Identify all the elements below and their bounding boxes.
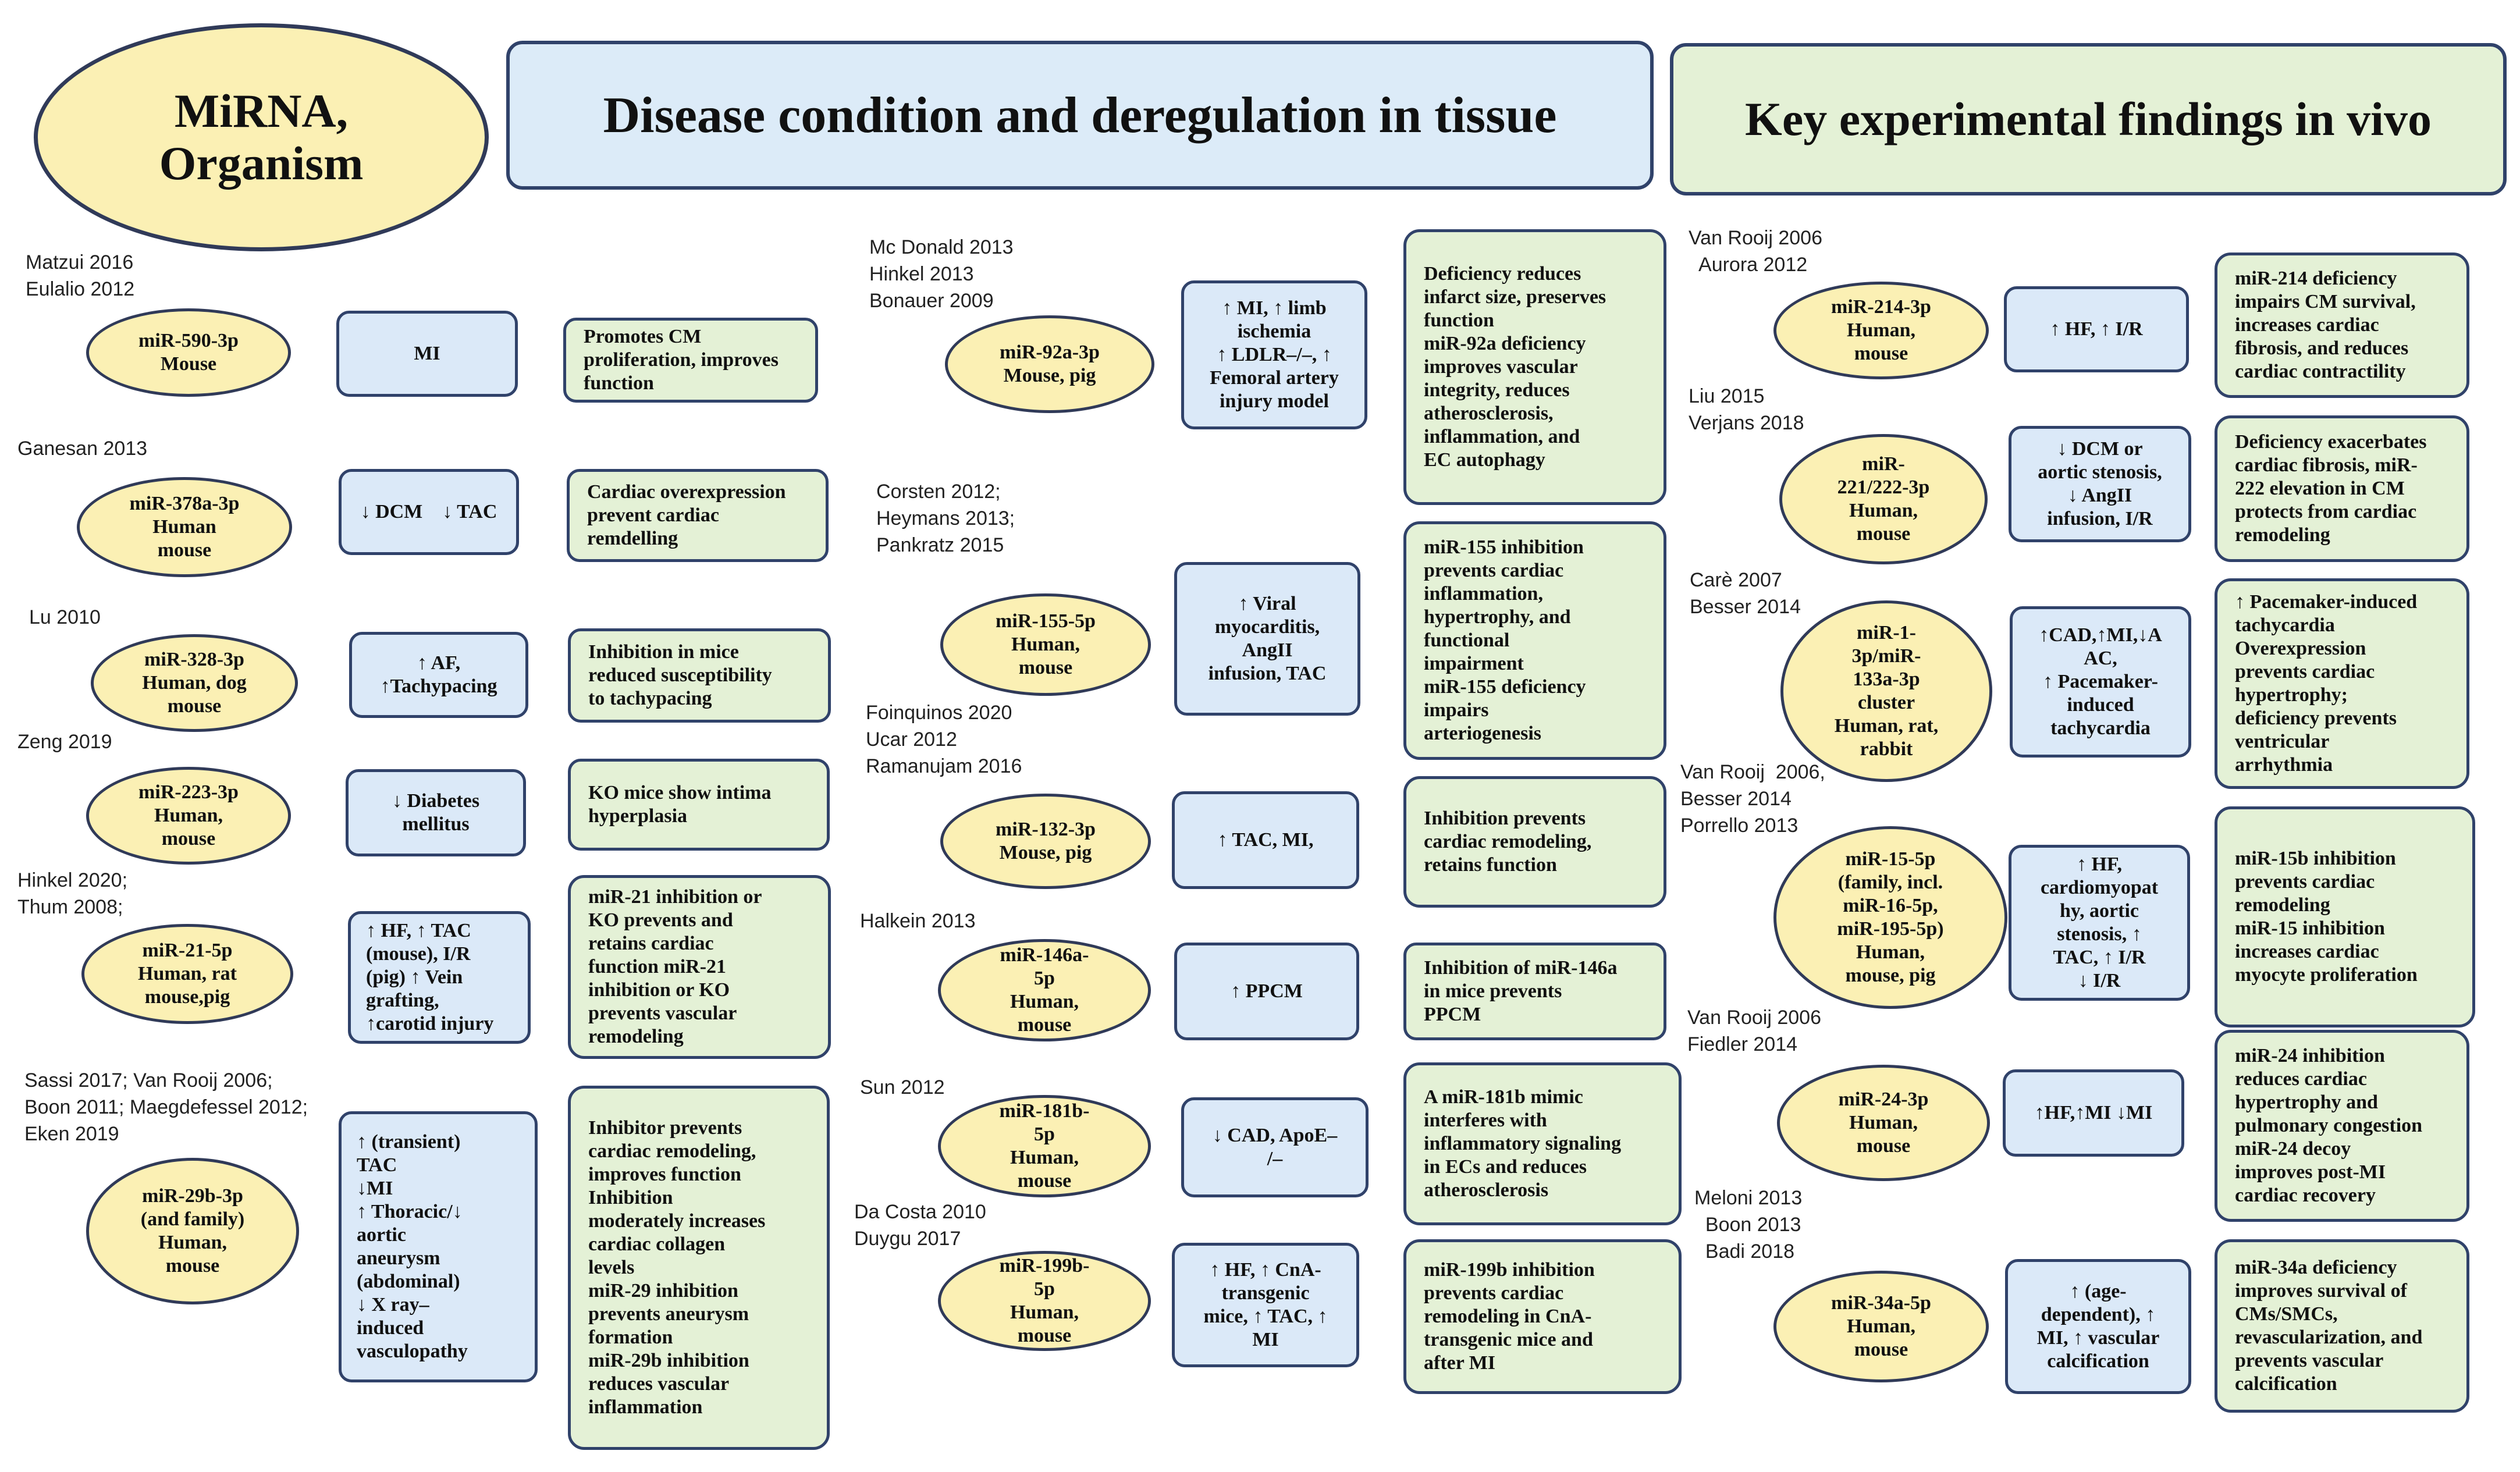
citation: Halkein 2013 (860, 910, 976, 932)
finding-box: miR-34a deficiency improves survival of … (2215, 1239, 2469, 1413)
citation: Zeng 2019 (17, 731, 112, 753)
citation: Mc Donald 2013 Hinkel 2013 Bonauer 2009 (869, 236, 1014, 312)
mirna-oval: miR-132-3p Mouse, pig (940, 794, 1151, 889)
condition-box: ↑CAD,↑MI,↓A AC, ↑ Pacemaker- induced tac… (2010, 606, 2191, 758)
mirna-oval: miR-29b-3p (and family) Human, mouse (86, 1158, 299, 1304)
condition-box: ↓ CAD, ApoE– /– (1181, 1097, 1369, 1197)
mirna-oval: miR-21-5p Human, rat mouse,pig (81, 924, 293, 1024)
finding-box: Deficiency exacerbates cardiac fibrosis,… (2215, 415, 2469, 562)
mirna-oval: miR-146a- 5p Human, mouse (938, 939, 1151, 1041)
citation: Lu 2010 (29, 606, 101, 628)
mirna-oval: miR-24-3p Human, mouse (1777, 1065, 1990, 1181)
mirna-oval: miR- 221/222-3p Human, mouse (1779, 434, 1988, 564)
citation: Corsten 2012; Heymans 2013; Pankratz 201… (876, 481, 1015, 556)
condition-box: ↓ DCM or aortic stenosis, ↓ AngII infusi… (2009, 426, 2191, 542)
mirna-oval: miR-199b- 5p Human, mouse (938, 1251, 1151, 1351)
citation: Sassi 2017; Van Rooij 2006; Boon 2011; M… (24, 1069, 308, 1145)
condition-box: ↑ PPCM (1174, 943, 1359, 1040)
finding-box: ↑ Pacemaker-induced tachycardia Overexpr… (2215, 578, 2469, 789)
condition-box: ↑ AF, ↑Tachypacing (349, 632, 528, 718)
finding-box: miR-21 inhibition or KO prevents and ret… (568, 875, 831, 1059)
finding-box: Inhibition of miR-146a in mice prevents … (1403, 943, 1666, 1040)
header-disease-condition: Disease condition and deregulation in ti… (506, 41, 1654, 190)
condition-box: ↑ HF, ↑ I/R (2004, 286, 2189, 372)
citation: Van Rooij 2006 Fiedler 2014 (1687, 1007, 1821, 1055)
citation: Meloni 2013 Boon 2013 Badi 2018 (1694, 1187, 1803, 1263)
condition-box: ↑ Viral myocarditis, AngII infusion, TAC (1174, 562, 1360, 716)
finding-box: Inhibition prevents cardiac remodeling, … (1403, 776, 1666, 908)
citation: Hinkel 2020; Thum 2008; (17, 869, 128, 918)
finding-box: Inhibition in mice reduced susceptibilit… (568, 628, 831, 723)
finding-box: A miR-181b mimic interferes with inflamm… (1403, 1062, 1682, 1225)
condition-box: ↑ MI, ↑ limb ischemia ↑ LDLR–/–, ↑ Femor… (1181, 280, 1367, 429)
mirna-oval: miR-1- 3p/miR- 133a-3p cluster Human, ra… (1780, 600, 1992, 782)
condition-box: ↓ Diabetes mellitus (346, 769, 526, 856)
mirna-oval: miR-328-3p Human, dog mouse (91, 634, 298, 732)
citation: Sun 2012 (860, 1076, 945, 1098)
finding-box: miR-155 inhibition prevents cardiac infl… (1403, 521, 1666, 760)
citation: Da Costa 2010 Duygu 2017 (854, 1201, 986, 1250)
condition-box: ↑ HF, ↑ TAC (mouse), I/R (pig) ↑ Vein gr… (348, 911, 531, 1044)
mirna-oval: miR-181b- 5p Human, mouse (938, 1095, 1151, 1197)
header-key-findings: Key experimental findings in vivo (1670, 43, 2507, 195)
condition-box: ↑ (age- dependent), ↑ MI, ↑ vascular cal… (2005, 1259, 2191, 1394)
mirna-oval: miR-214-3p Human, mouse (1773, 282, 1989, 379)
finding-box: KO mice show intima hyperplasia (568, 759, 830, 851)
citation: Matzui 2016 Eulalio 2012 (26, 251, 135, 300)
citation: Ganesan 2013 (17, 438, 148, 460)
citation: Liu 2015 Verjans 2018 (1689, 385, 1804, 434)
finding-box: miR-24 inhibition reduces cardiac hypert… (2215, 1030, 2469, 1222)
mirna-oval: miR-590-3p Mouse (86, 308, 291, 397)
finding-box: Inhibitor prevents cardiac remodeling, i… (568, 1086, 830, 1450)
citation: Foinquinos 2020 Ucar 2012 Ramanujam 2016 (866, 702, 1022, 777)
finding-box: miR-214 deficiency impairs CM survival, … (2215, 253, 2469, 398)
finding-box: Deficiency reduces infarct size, preserv… (1403, 229, 1666, 505)
condition-box: ↑ HF, cardiomyopat hy, aortic stenosis, … (2009, 845, 2190, 1001)
header-mirna-organism: MiRNA, Organism (34, 23, 489, 251)
finding-box: Promotes CM proliferation, improves func… (563, 318, 818, 403)
condition-box: MI (336, 311, 518, 397)
finding-box: miR-199b inhibition prevents cardiac rem… (1403, 1239, 1682, 1394)
mirna-oval: miR-15-5p (family, incl. miR-16-5p, miR-… (1773, 826, 2007, 1009)
citation: Van Rooij 2006, Besser 2014 Porrello 201… (1680, 761, 1825, 837)
citation: Carè 2007 Besser 2014 (1690, 569, 1801, 618)
mirna-oval: miR-92a-3p Mouse, pig (945, 315, 1154, 413)
condition-box: ↑ TAC, MI, (1172, 791, 1359, 889)
condition-box: ↑ (transient) TAC ↓MI ↑ Thoracic/↓ aorti… (339, 1111, 538, 1382)
finding-box: miR-15b inhibition prevents cardiac remo… (2215, 806, 2475, 1027)
mirna-oval: miR-155-5p Human, mouse (940, 593, 1151, 696)
finding-box: Cardiac overexpression prevent cardiac r… (567, 469, 829, 562)
condition-box: ↑HF,↑MI ↓MI (2003, 1069, 2184, 1157)
mirna-oval: miR-34a-5p Human, mouse (1773, 1271, 1989, 1382)
mirna-oval: miR-223-3p Human, mouse (86, 767, 291, 865)
mirna-oval: miR-378a-3p Human mouse (77, 477, 292, 577)
condition-box: ↓ DCM ↓ TAC (339, 469, 519, 555)
condition-box: ↑ HF, ↑ CnA- transgenic mice, ↑ TAC, ↑ M… (1172, 1243, 1359, 1367)
citation: Van Rooij 2006 Aurora 2012 (1689, 227, 1822, 276)
